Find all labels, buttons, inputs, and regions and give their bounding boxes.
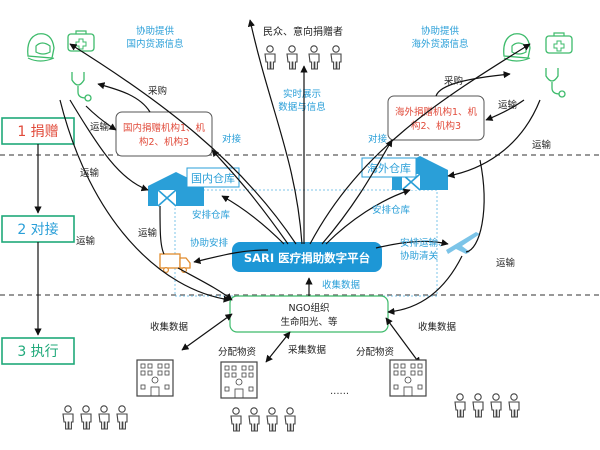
doctor-icon-left [27,33,55,62]
realtime-display-line2: 数据与信息 [278,101,326,113]
edge-label-collect-center: 收集数据 [322,279,361,291]
edge-label-collect-left: 收集数据 [150,321,189,333]
people-group-2 [230,407,296,432]
svg-text:国内仓库: 国内仓库 [191,171,235,185]
svg-text:国内捐赠机构1、机: 国内捐赠机构1、机 [123,122,206,134]
hospital-building-icon-1 [136,359,174,397]
realtime-display-line1: 实时展示 [283,88,321,100]
stethoscope-icon-left [71,71,92,102]
domestic-donors-box: 国内捐赠机构1、机 构2、机构3 [115,111,213,157]
edge-label-transport-r2: 运输 [532,139,552,151]
edge-label-transport-r1: 运输 [498,99,518,111]
stage-box-match: 2 对接 [1,215,75,243]
svg-text:NGO组织: NGO组织 [289,302,330,314]
edge-label-transport-l2: 运输 [80,167,100,179]
edge-label-transport-r3: 运输 [496,257,516,269]
edge-label-transport-l4: 运输 [76,235,96,247]
edge-label-purchase-left: 采购 [148,85,167,97]
svg-text:构2、机构3: 构2、机构3 [411,120,461,132]
domestic-warehouse-label-box: 国内仓库 [186,167,240,188]
svg-text:3 执行: 3 执行 [17,344,58,360]
domestic-source-info-line2: 国内货源信息 [126,38,183,50]
svg-text:海外捐赠机构1、机: 海外捐赠机构1、机 [395,106,478,118]
edge-label-transport-l3: 运输 [138,227,158,239]
overseas-donors-box: 海外捐赠机构1、机 构2、机构3 [387,95,485,141]
svg-text:海外仓库: 海外仓库 [367,161,411,175]
public-donors-label: 民众、意向捐赠者 [263,25,343,38]
stage-box-donate: 1 捐赠 [1,117,75,145]
edge-label-distribute-2: 分配物资 [356,346,395,358]
people-group-1 [62,405,128,430]
edge-label-purchase-right: 采购 [444,75,463,87]
stage-box-execute: 3 执行 [1,337,75,365]
edge-label-collect-right: 收集数据 [418,321,457,333]
overseas-source-info-line2: 海外货源信息 [411,38,468,50]
hospital-building-icon-3 [389,359,427,397]
edge-label-match-left: 对接 [222,133,242,145]
overseas-source-info-line1: 协助提供 [421,25,460,37]
svg-text:生命阳光、等: 生命阳光、等 [280,316,338,328]
edge-label-transport-l1: 运输 [90,121,110,133]
people-group-3 [454,393,520,418]
edge-label-match-right: 对接 [368,133,388,145]
platform-box: SARI 医疗捐助数字平台 [232,242,382,272]
flow-arrows [59,19,541,365]
medkit-icon-left [67,30,95,52]
ngo-box: NGO组织 生命阳光、等 [229,295,389,333]
truck-icon [159,253,191,274]
edge-label-gather: 采集数据 [288,344,327,356]
hospital-building-icon-2 [220,361,258,399]
svg-text:1 捐赠: 1 捐赠 [17,124,58,140]
ellipsis-text: ...... [330,386,349,397]
domestic-source-info-line1: 协助提供 [136,25,175,37]
svg-text:2 对接: 2 对接 [17,221,58,238]
edge-label-distribute-1: 分配物资 [218,346,257,358]
edge-label-assist-arrange: 协助安排 [190,237,229,249]
edge-label-arrange-left: 安排仓库 [192,209,231,221]
stethoscope-icon-right [545,67,566,98]
svg-text:SARI 医疗捐助数字平台: SARI 医疗捐助数字平台 [244,251,370,265]
medkit-icon-right [545,32,573,54]
top-people-group [264,45,342,70]
overseas-warehouse-label-box: 海外仓库 [361,157,417,178]
airplane-icon [446,232,480,254]
doctor-icon-right [503,33,531,62]
edge-label-arrange-transport-2: 协助清关 [400,250,439,262]
edge-label-arrange-transport-1: 安排运输、 [400,237,448,249]
edge-label-arrange-right: 安排仓库 [372,204,411,216]
svg-text:构2、机构3: 构2、机构3 [139,136,189,148]
